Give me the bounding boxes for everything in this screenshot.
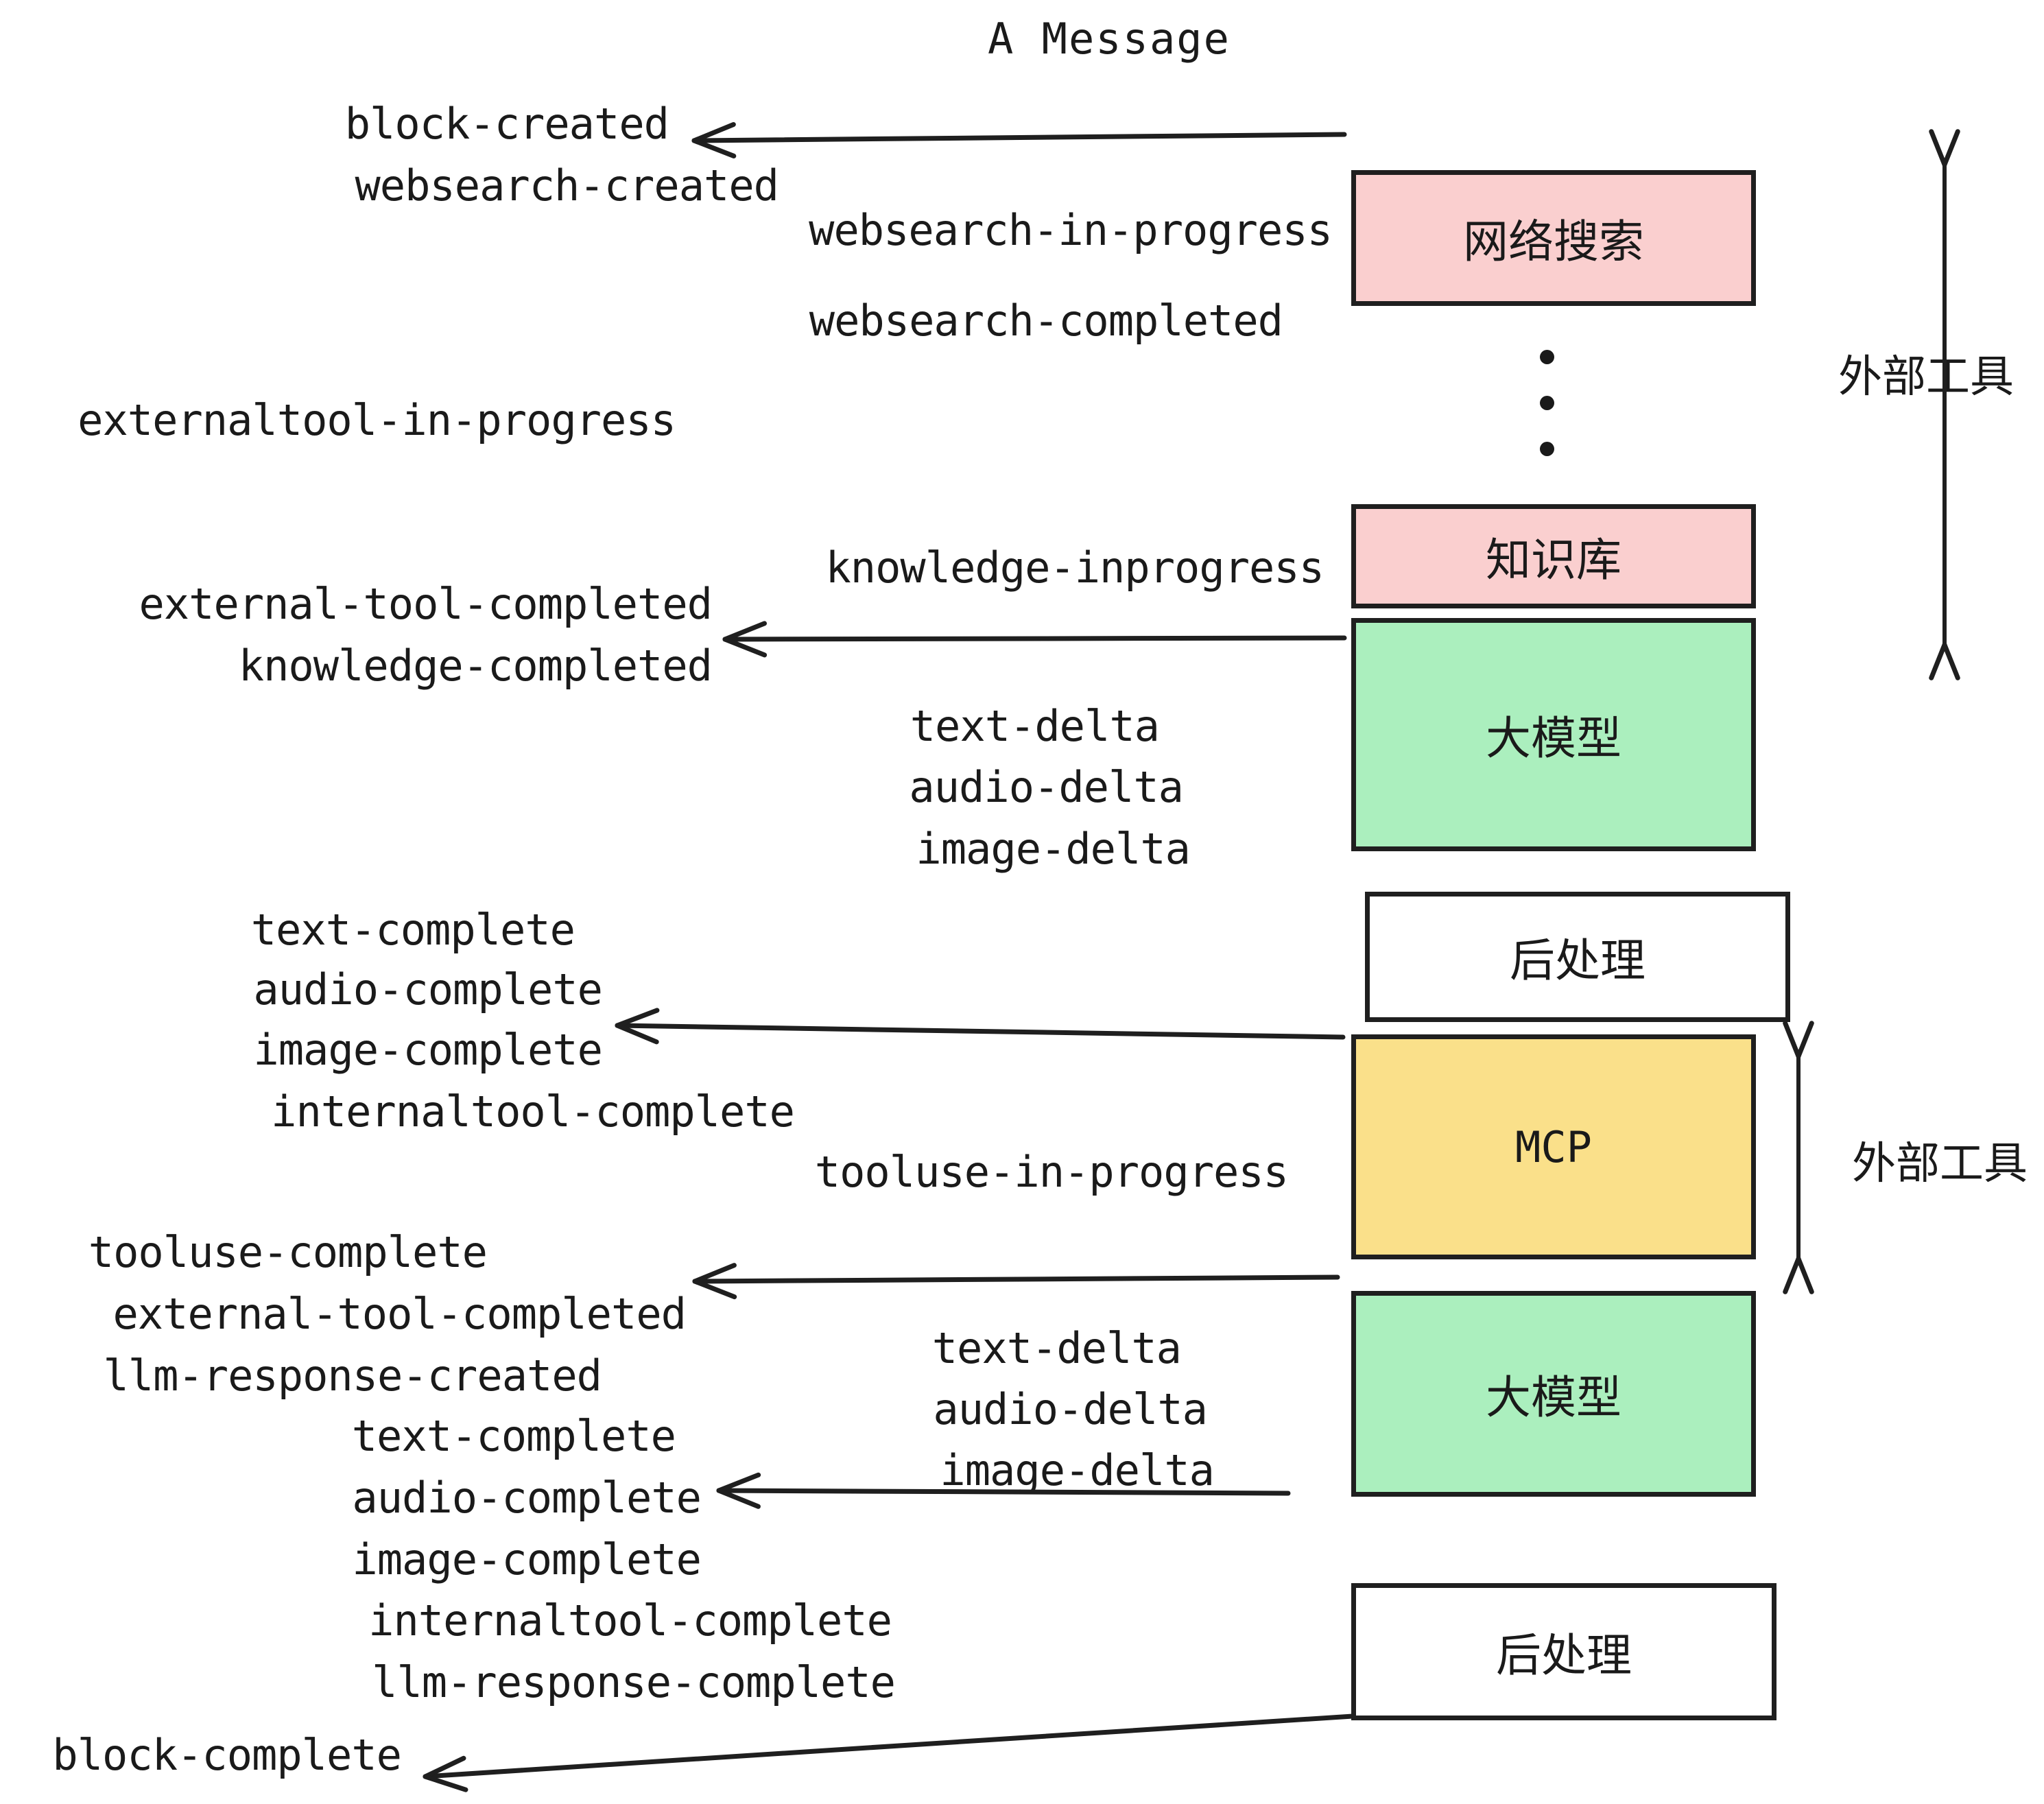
node-label: MCP (1515, 1121, 1592, 1172)
event-label-tooluse-in-progress: tooluse-in-progress (814, 1147, 1289, 1197)
event-label-knowledge-completed: knowledge-completed (238, 641, 713, 691)
node-label: 大模型 (1486, 1371, 1621, 1424)
arrow-arrow-knowledge-completed (722, 621, 1347, 658)
event-label-websearch-created: websearch-created (355, 161, 779, 211)
node-knowledge: 知识库 (1351, 504, 1756, 608)
arrow-arrow-tooluse-complete (692, 1263, 1340, 1300)
event-label-internaltool-complete-2: internaltool-complete (368, 1595, 892, 1646)
arrowhead-stroke (615, 1023, 659, 1045)
arrow-arrow-image-complete (615, 1008, 1346, 1045)
arrow-shaft (722, 635, 1347, 642)
node-postprocess-bottom: 后处理 (1351, 1583, 1776, 1720)
arrowhead (615, 1008, 660, 1045)
event-label-internaltool-complete-1: internaltool-complete (271, 1087, 795, 1137)
annotation-external-tool-top: 外部工具 (1838, 352, 2014, 403)
arrowhead-stroke (1942, 129, 1960, 167)
arrowhead (692, 1263, 737, 1300)
arrowhead-up (1929, 129, 1960, 167)
arrowhead-stroke (1796, 1256, 1814, 1294)
arrowhead-stroke (716, 1488, 761, 1509)
arrowhead-stroke (692, 1279, 737, 1300)
event-label-text-delta-2: text-delta (931, 1323, 1182, 1373)
node-label: 知识库 (1486, 534, 1621, 586)
arrowhead-stroke (1942, 642, 1960, 680)
ellipsis-dot (1540, 350, 1554, 364)
double-arrow-external-tool-scope-top (1929, 129, 1960, 680)
node-label: 后处理 (1496, 1629, 1632, 1682)
arrowhead-stroke (716, 1472, 761, 1493)
arrow-arrow-block-complete (423, 1713, 1355, 1792)
arrow-shaft (692, 1274, 1340, 1284)
page-title: A Message (988, 14, 1231, 64)
arrowhead-stroke (1783, 1256, 1801, 1294)
event-label-text-complete-1: text-complete (250, 905, 575, 955)
arrowhead-stroke (691, 121, 736, 143)
event-label-external-tool-completed-2: external-tool-completed (112, 1289, 687, 1339)
event-label-tooluse-complete: tooluse-complete (88, 1227, 488, 1277)
event-label-audio-complete-2: audio-complete (352, 1473, 702, 1523)
arrowhead (423, 1755, 468, 1792)
arrowhead (722, 621, 768, 658)
event-label-websearch-in-progress: websearch-in-progress (809, 205, 1333, 255)
node-llm-top: 大模型 (1351, 618, 1756, 851)
event-label-text-complete-2: text-complete (351, 1411, 676, 1461)
arrowhead-stroke (1929, 642, 1947, 680)
event-label-audio-delta-1: audio-delta (909, 762, 1184, 812)
event-label-knowledge-inprogress: knowledge-inprogress (825, 543, 1324, 593)
arrowhead-stroke (423, 1774, 468, 1792)
arrow-arrow-block-created (691, 121, 1347, 158)
arrow-shaft (615, 1023, 1346, 1040)
event-label-image-delta-2: image-delta (940, 1445, 1215, 1495)
event-label-llm-response-complete: llm-response-complete (372, 1657, 896, 1707)
event-label-llm-response-created: llm-response-created (103, 1351, 602, 1401)
annotation-external-tool-bottom: 外部工具 (1852, 1139, 2028, 1189)
arrowhead-stroke (1796, 1021, 1814, 1059)
node-llm-bottom: 大模型 (1351, 1291, 1756, 1497)
arrowhead-stroke (615, 1008, 660, 1028)
event-label-audio-delta-2: audio-delta (933, 1384, 1208, 1434)
arrowhead-up (1783, 1021, 1814, 1059)
arrow-shaft (691, 132, 1347, 143)
arrow-shaft (423, 1713, 1355, 1779)
arrowhead (691, 121, 737, 158)
ellipsis-dot (1540, 442, 1554, 456)
arrowhead-stroke (1929, 129, 1947, 167)
event-label-websearch-completed: websearch-completed (809, 296, 1283, 346)
event-label-block-complete: block-complete (52, 1730, 402, 1780)
arrowhead-stroke (1783, 1021, 1801, 1059)
arrowhead-stroke (691, 138, 737, 158)
ellipsis-dot (1540, 396, 1554, 410)
node-label: 网络搜索 (1463, 215, 1644, 268)
event-label-external-tool-completed-1: external-tool-completed (139, 579, 713, 629)
double-arrow-external-tool-scope-bottom (1783, 1021, 1814, 1294)
arrowhead (716, 1472, 761, 1509)
node-label: 后处理 (1510, 934, 1645, 987)
node-postprocess-top: 后处理 (1365, 892, 1790, 1022)
arrowhead-stroke (722, 637, 768, 658)
arrowhead-down (1783, 1256, 1814, 1294)
arrowhead-down (1929, 642, 1960, 680)
event-label-image-complete-1: image-complete (253, 1025, 603, 1075)
vertical-ellipsis-icon (1540, 350, 1554, 456)
arrowhead-stroke (692, 1263, 737, 1284)
event-label-image-complete-2: image-complete (352, 1534, 702, 1585)
event-label-block-created: block-created (344, 99, 669, 149)
event-label-image-delta-1: image-delta (916, 824, 1191, 874)
arrowhead-stroke (423, 1755, 466, 1779)
arrowhead-stroke (722, 621, 768, 642)
event-label-audio-complete-1: audio-complete (253, 964, 603, 1014)
event-label-externaltool-in-progress: externaltool-in-progress (78, 395, 676, 445)
node-label: 大模型 (1486, 712, 1621, 765)
node-mcp: MCP (1351, 1034, 1756, 1259)
node-websearch: 网络搜索 (1351, 170, 1756, 306)
event-label-text-delta-1: text-delta (910, 701, 1160, 751)
